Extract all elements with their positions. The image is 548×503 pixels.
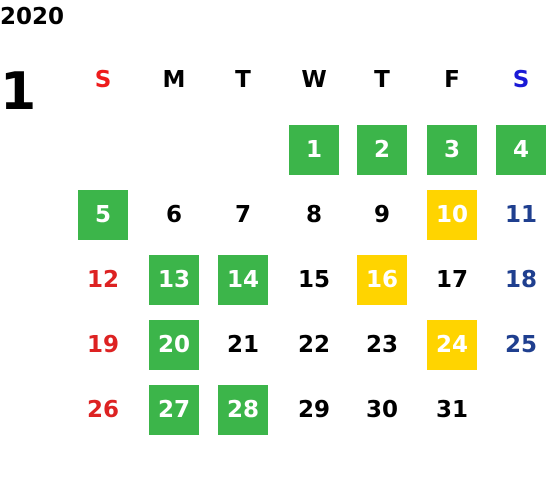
calendar-day: 8 xyxy=(305,202,322,228)
calendar-day: 18 xyxy=(504,267,537,293)
calendar-day: 24 xyxy=(427,320,477,370)
calendar-day: 2 xyxy=(357,125,407,175)
calendar-day: 21 xyxy=(226,332,259,358)
calendar-day: 7 xyxy=(234,202,251,228)
weekday-tuesday: T xyxy=(235,67,251,93)
calendar-day: 27 xyxy=(149,385,199,435)
weekday-thursday: T xyxy=(374,67,390,93)
weekday-friday: F xyxy=(444,67,460,93)
calendar-day: 6 xyxy=(165,202,182,228)
calendar-day: 13 xyxy=(149,255,199,305)
calendar-day: 30 xyxy=(365,397,398,423)
calendar-day: 17 xyxy=(435,267,468,293)
calendar-day: 19 xyxy=(86,332,119,358)
calendar-day: 20 xyxy=(149,320,199,370)
calendar-day: 31 xyxy=(435,397,468,423)
calendar-day: 12 xyxy=(86,267,119,293)
calendar-day: 3 xyxy=(427,125,477,175)
calendar-year: 2020 xyxy=(0,4,65,30)
weekday-saturday: S xyxy=(512,67,530,93)
weekday-sunday: S xyxy=(94,67,112,93)
calendar-day: 16 xyxy=(357,255,407,305)
calendar-day: 14 xyxy=(218,255,268,305)
calendar-day: 26 xyxy=(86,397,119,423)
calendar-day: 25 xyxy=(504,332,537,358)
weekday-monday: M xyxy=(162,67,186,93)
calendar-day: 10 xyxy=(427,190,477,240)
calendar-day: 4 xyxy=(496,125,546,175)
calendar-day: 22 xyxy=(297,332,330,358)
calendar-day: 23 xyxy=(365,332,398,358)
calendar-day: 29 xyxy=(297,397,330,423)
weekday-wednesday: W xyxy=(301,67,327,93)
calendar-day: 11 xyxy=(504,202,537,228)
calendar-day: 15 xyxy=(297,267,330,293)
calendar-day: 28 xyxy=(218,385,268,435)
calendar-day: 5 xyxy=(78,190,128,240)
calendar-day: 1 xyxy=(289,125,339,175)
calendar-month: 1 xyxy=(0,62,37,122)
calendar-day: 9 xyxy=(373,202,390,228)
